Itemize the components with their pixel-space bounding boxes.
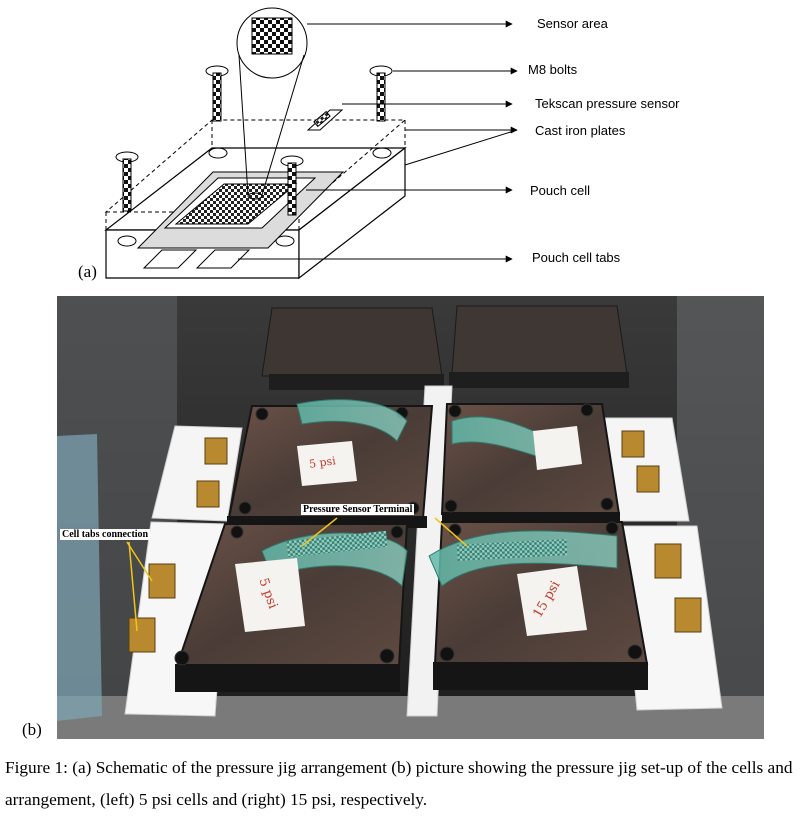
jig-photo-drawing — [57, 296, 764, 739]
leader-lines — [238, 20, 518, 263]
label-sensor-area: Sensor area — [537, 16, 608, 31]
sensor-strips — [261, 399, 618, 588]
figure-caption: Figure 1: (a) Schematic of the pressure … — [5, 758, 793, 809]
pouch-cell-tabs — [142, 249, 251, 269]
sensor-magnifier — [236, 7, 308, 200]
schematic-drawing — [104, 7, 518, 280]
label-cast-iron-plates: Cast iron plates — [535, 123, 626, 138]
annotation-arrows — [126, 517, 468, 632]
panel-letter-b: (b) — [22, 720, 42, 739]
tekscan-sensor-strip — [306, 109, 344, 131]
jig-photo: 5 psi 5 psi 15 psi Pressure Sensor Termi… — [57, 296, 764, 739]
label-pouch-cell-tabs: Pouch cell tabs — [532, 250, 621, 265]
annotation-cell-tabs-connection: Cell tabs connection — [60, 529, 151, 540]
panel-letter-a: (a) — [78, 262, 97, 281]
m8-bolts — [115, 65, 393, 216]
label-tekscan-sensor: Tekscan pressure sensor — [535, 96, 680, 111]
bolt-holes — [117, 147, 392, 247]
label-m8-bolts: M8 bolts — [528, 62, 578, 77]
schematic-figure: Sensor area M8 bolts Tekscan pressure se… — [0, 0, 800, 290]
annotation-pressure-sensor-terminal: Pressure Sensor Terminal — [301, 504, 415, 515]
label-pouch-cell: Pouch cell — [530, 183, 590, 198]
